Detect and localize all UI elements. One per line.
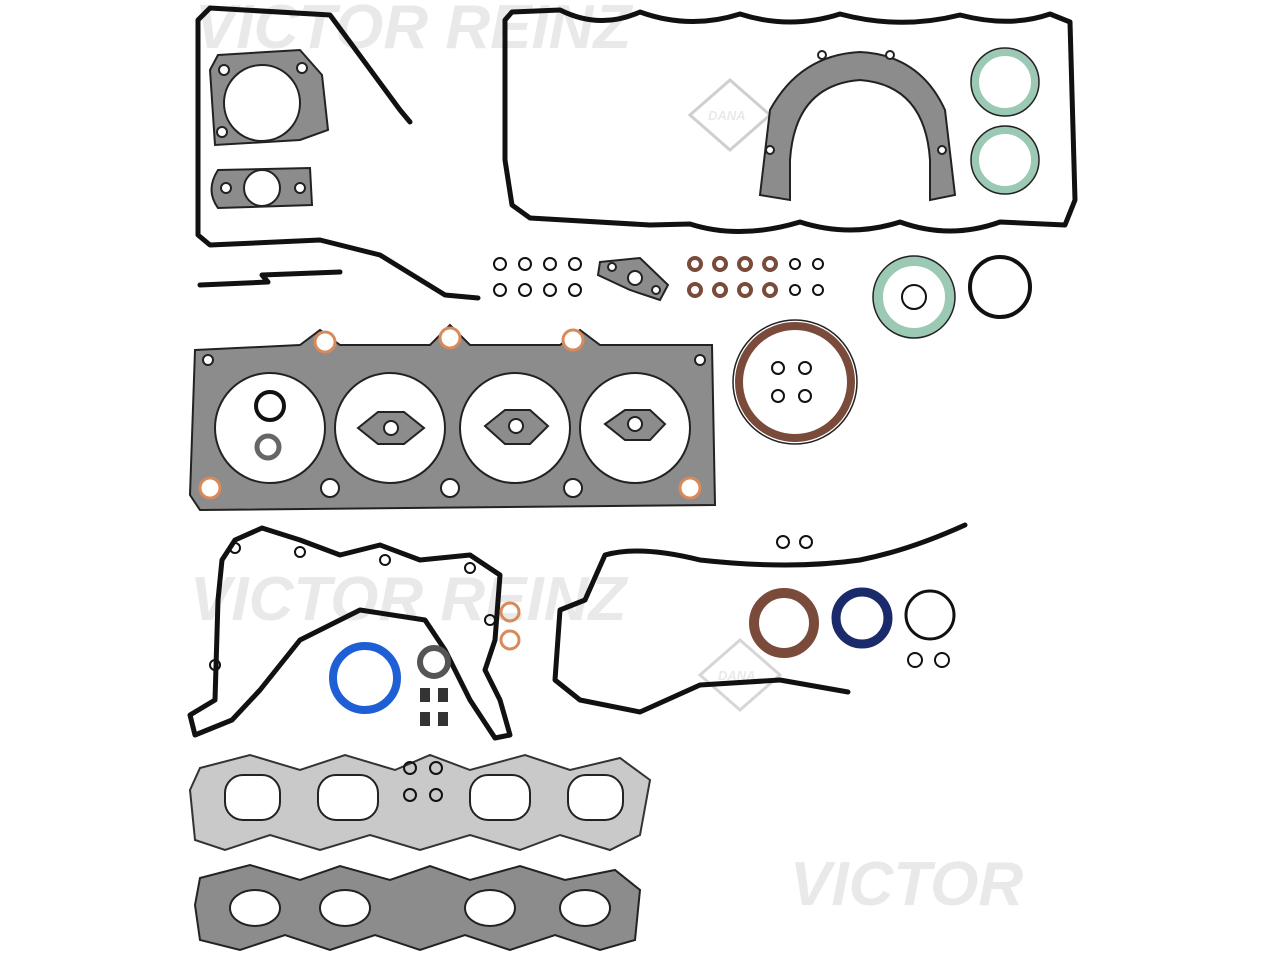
brown-oil-seal <box>749 588 819 658</box>
dana-logo-top: DANA <box>687 78 773 152</box>
timing-cover-gasket <box>187 525 513 741</box>
valve-cover-gasket <box>502 7 1078 235</box>
small-flange-gasket <box>596 256 670 302</box>
egr-valve-gasket <box>210 166 314 210</box>
small-seal-strip <box>197 269 343 288</box>
green-oil-seal <box>873 256 955 338</box>
exhaust-manifold-gasket <box>188 753 652 852</box>
flange-gasket-bore-3 <box>483 409 550 445</box>
green-seal-outline-lower <box>970 125 1040 195</box>
green-seal-ring-lower <box>971 126 1039 194</box>
black-o-ring <box>904 589 956 641</box>
grey-seal-ring <box>417 645 451 679</box>
copper-washers <box>499 601 521 651</box>
dana-logo-text-top: DANA <box>708 108 746 123</box>
large-o-ring <box>968 255 1032 319</box>
green-oil-seal-outline <box>872 255 956 339</box>
flange-gasket-bore-2 <box>356 411 426 445</box>
watermark-brand-middle: VICTOR REINZ <box>190 565 628 634</box>
throttle-body-gasket <box>208 48 330 147</box>
exhaust-port-rings <box>403 761 443 802</box>
crankshaft-seal-large <box>735 322 855 442</box>
green-seal-ring-upper <box>971 48 1039 116</box>
watermark-brand-bottom: VICTOR <box>790 850 1023 919</box>
valve-stem-seals-left <box>493 257 582 297</box>
blue-oil-seal <box>329 642 401 714</box>
green-seal-outline-upper <box>970 47 1040 117</box>
timing-cover-holes <box>209 542 496 671</box>
intake-manifold-gasket <box>193 863 642 952</box>
navy-oil-seal <box>831 587 893 649</box>
rear-seal-retainer-gasket <box>758 50 957 202</box>
spark-plug-tube-seals <box>771 361 812 403</box>
flange-gasket-bore-4 <box>603 409 667 441</box>
oil-pan-gasket <box>552 522 968 715</box>
o-ring-in-bore-1 <box>254 390 286 422</box>
valve-keepers <box>420 688 448 726</box>
rocker-gasket-left-strip <box>195 5 481 301</box>
small-o-ring <box>901 284 927 310</box>
dana-logo-middle: DANA <box>697 638 783 712</box>
dana-logo-text-middle: DANA <box>718 668 756 683</box>
dowel-rings-top <box>776 535 813 549</box>
seal-in-bore-1 <box>254 433 282 461</box>
dowel-rings-bottom <box>907 652 950 668</box>
crankshaft-seal-outline <box>732 319 858 445</box>
valve-stem-seals-copper <box>687 256 824 298</box>
